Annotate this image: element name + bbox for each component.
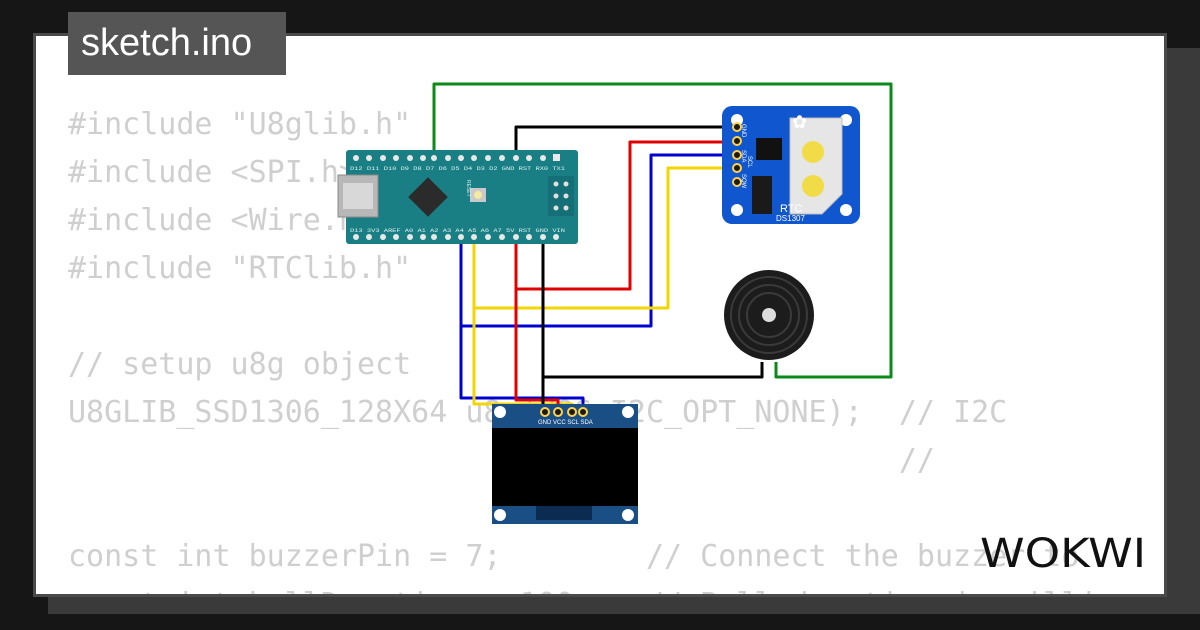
wire-black-buzzer (541, 238, 764, 379)
nano-top-pin-row (353, 154, 560, 161)
adafruit-star-icon: ✿ (792, 112, 807, 132)
rtc-pin-sda: SDA (740, 150, 746, 162)
wire-red-rtc (514, 140, 735, 291)
rtc-ds1307-module[interactable]: GND SDA SCL SQW ✿ RTC DS1307 (722, 106, 860, 224)
wokwi-logo-text: WOKWI (980, 531, 1146, 577)
rtc-name-label: RTC (780, 203, 802, 215)
wire-black-rtc (514, 125, 735, 156)
wokwi-logo: WOKWI (980, 531, 1146, 577)
code-line: #include "RTClib.h" (68, 251, 412, 286)
code-line: const int buzzerPin = 7; // Connect the … (68, 539, 1080, 574)
nano-bottom-pin-row (353, 234, 559, 240)
rtc-pin-sqw: SQW (740, 174, 746, 189)
buzzer[interactable] (724, 270, 814, 360)
arduino-nano[interactable]: D12 D11 D10 D9 D8 D7 D6 D5 D4 D3 D2 GND … (337, 150, 578, 244)
code-line: // setup u8g object (68, 347, 412, 382)
nano-top-pin-labels: D12 D11 D10 D9 D8 D7 D6 D5 D4 D3 D2 GND … (350, 166, 565, 172)
rtc-model-label: DS1307 (776, 214, 805, 223)
code-line: #include <SPI.h> (68, 155, 357, 190)
nano-bottom-pin-labels: D13 3V3 AREF A0 A1 A2 A3 A4 A5 A6 A7 5V … (350, 228, 565, 234)
wire-green (432, 82, 893, 379)
code-line: #include "U8glib.h" (68, 107, 412, 142)
oled-ssd1306-display[interactable]: GND VCC SCL SDA (492, 404, 638, 524)
code-line: // (898, 443, 935, 478)
nano-reset-label: RESET (465, 180, 471, 197)
oled-pin-labels: GND VCC SCL SDA (538, 420, 593, 426)
code-line: const int bellDuration = 100; // Bell du… (68, 581, 1098, 594)
rtc-pin-scl: SCL (746, 156, 752, 168)
rtc-pin-gnd: GND (740, 124, 746, 138)
file-tab[interactable]: sketch.ino (68, 12, 286, 75)
